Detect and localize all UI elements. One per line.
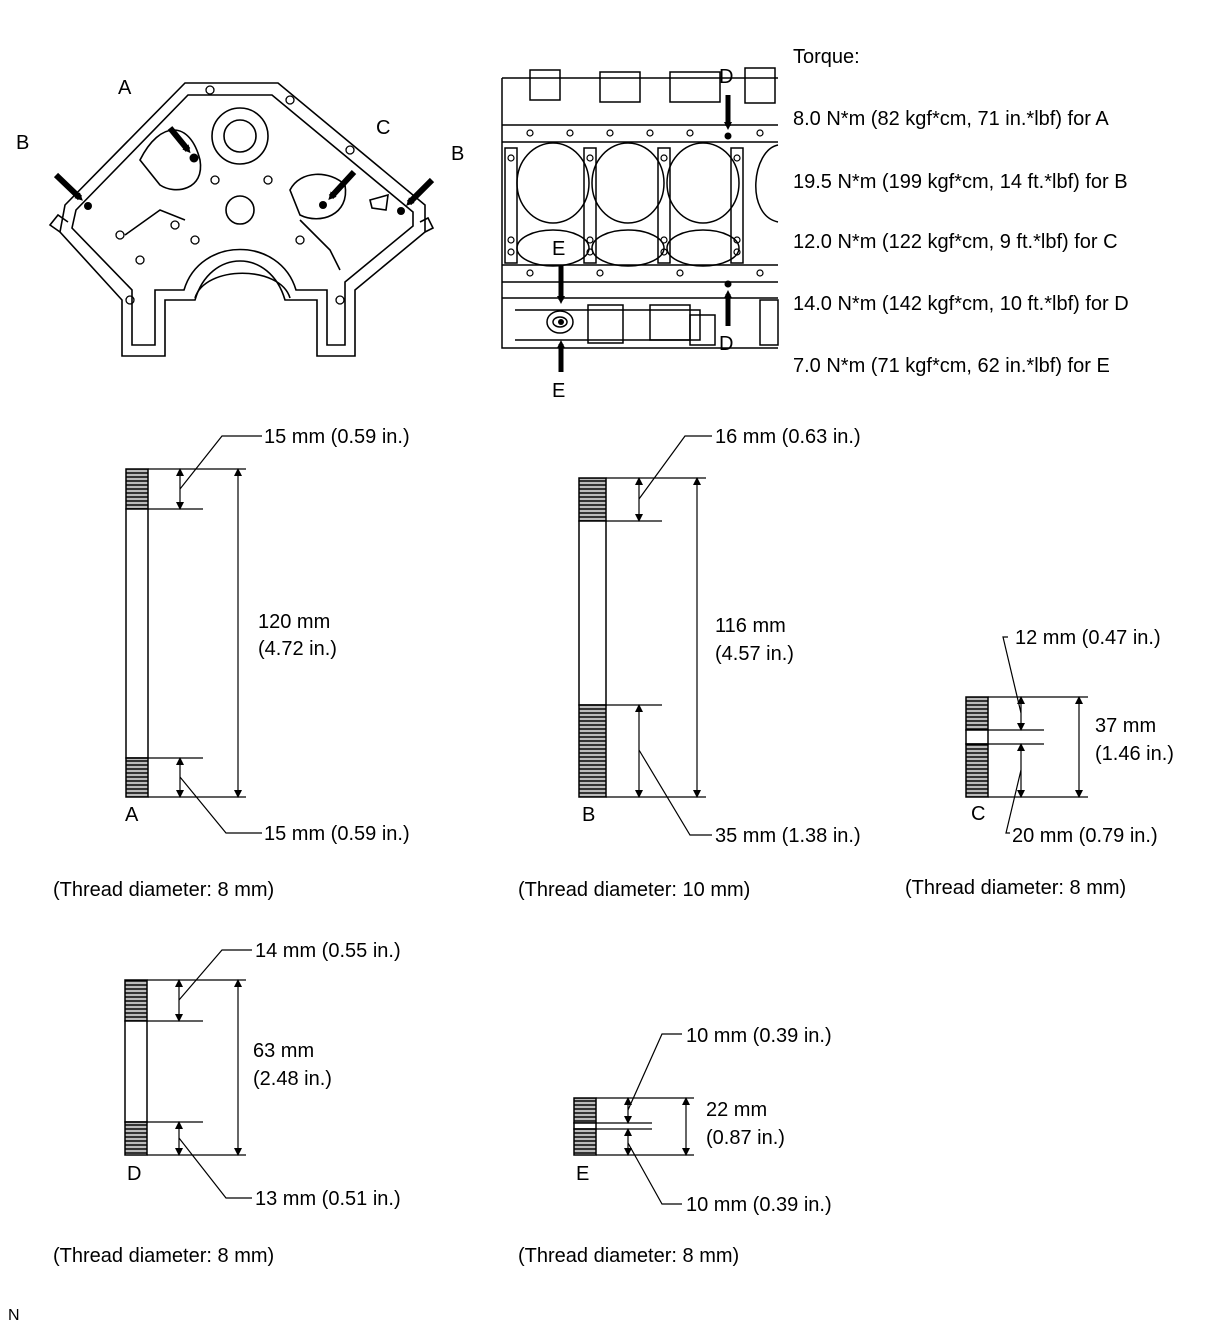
bolt-d-length-mm: 63 mm	[253, 1040, 314, 1062]
bolt-b-thread-diameter: (Thread diameter: 10 mm)	[518, 879, 750, 901]
bolt-e-top-thread-dim: 10 mm (0.39 in.)	[686, 1025, 832, 1047]
bolt-a-top-thread-dim: 15 mm (0.59 in.)	[264, 426, 410, 448]
bolt-c-length-in: (1.46 in.)	[1095, 743, 1174, 765]
stud-bolt-a	[125, 435, 262, 834]
stud-bolt-c	[965, 636, 1088, 834]
bolt-d-length-in: (2.48 in.)	[253, 1068, 332, 1090]
bolt-c-length-mm: 37 mm	[1095, 715, 1156, 737]
torque-line-e: 7.0 N*m (71 kgf*cm, 62 in.*lbf) for E	[793, 355, 1110, 377]
bolt-d-label: D	[127, 1163, 141, 1185]
engine-block-side-view	[501, 67, 779, 349]
front-view-arrows	[53, 126, 435, 206]
torque-line-a: 8.0 N*m (82 kgf*cm, 71 in.*lbf) for A	[793, 108, 1109, 130]
bolt-a-length-mm: 120 mm	[258, 611, 330, 633]
engine-block-front-view	[48, 82, 435, 357]
stud-bolt-e	[573, 1033, 694, 1205]
front-view-label-c: C	[376, 117, 390, 139]
torque-line-b: 19.5 N*m (199 kgf*cm, 14 ft.*lbf) for B	[793, 171, 1128, 193]
side-view-label-b: B	[451, 143, 464, 165]
engine-block-front-holes	[115, 85, 355, 305]
bolt-a-length-in: (4.72 in.)	[258, 638, 337, 660]
torque-line-d: 14.0 N*m (142 kgf*cm, 10 ft.*lbf) for D	[793, 293, 1129, 315]
stud-bolt-b	[578, 435, 712, 836]
bolt-b-length-mm: 116 mm	[715, 615, 786, 637]
bolt-e-length-in: (0.87 in.)	[706, 1127, 785, 1149]
bolt-b-length-in: (4.57 in.)	[715, 643, 794, 665]
bolt-e-bottom-thread-dim: 10 mm (0.39 in.)	[686, 1194, 832, 1216]
bolt-b-label: B	[582, 804, 595, 826]
side-view-arrows	[557, 95, 732, 372]
bolt-b-top-thread-dim: 16 mm (0.63 in.)	[715, 426, 861, 448]
side-view-label-e-bottom: E	[552, 380, 565, 402]
side-view-holes	[507, 129, 764, 277]
bolt-d-bottom-thread-dim: 13 mm (0.51 in.)	[255, 1188, 401, 1210]
bolt-d-thread-diameter: (Thread diameter: 8 mm)	[53, 1245, 274, 1267]
side-view-label-d-bottom: D	[719, 333, 733, 355]
torque-heading: Torque:	[793, 46, 860, 68]
front-view-label-b: B	[16, 132, 29, 154]
bolt-e-length-mm: 22 mm	[706, 1099, 767, 1121]
bolt-c-bottom-thread-dim: 20 mm (0.79 in.)	[1012, 825, 1158, 847]
bolt-e-label: E	[576, 1163, 589, 1185]
bolt-c-label: C	[971, 803, 985, 825]
torque-spec-list: Torque: 8.0 N*m (82 kgf*cm, 71 in.*lbf) …	[793, 46, 1129, 377]
side-view-bolt-points	[558, 132, 732, 325]
bolt-a-thread-diameter: (Thread diameter: 8 mm)	[53, 879, 274, 901]
side-view-label-e-top: E	[552, 238, 565, 260]
side-view-label-d-top: D	[719, 66, 733, 88]
bolt-e-thread-diameter: (Thread diameter: 8 mm)	[518, 1245, 739, 1267]
front-view-bolt-points	[84, 153, 405, 215]
stud-bolt-d	[124, 949, 252, 1199]
front-view-label-a: A	[118, 77, 132, 99]
bolt-b-bottom-thread-dim: 35 mm (1.38 in.)	[715, 825, 861, 847]
bolt-a-label: A	[125, 804, 139, 826]
bolt-c-thread-diameter: (Thread diameter: 8 mm)	[905, 877, 1126, 899]
bolt-d-top-thread-dim: 14 mm (0.55 in.)	[255, 940, 401, 962]
corner-mark: N	[8, 1307, 20, 1324]
torque-line-c: 12.0 N*m (122 kgf*cm, 9 ft.*lbf) for C	[793, 231, 1118, 253]
bolt-a-bottom-thread-dim: 15 mm (0.59 in.)	[264, 823, 410, 845]
bolt-c-top-thread-dim: 12 mm (0.47 in.)	[1015, 627, 1161, 649]
